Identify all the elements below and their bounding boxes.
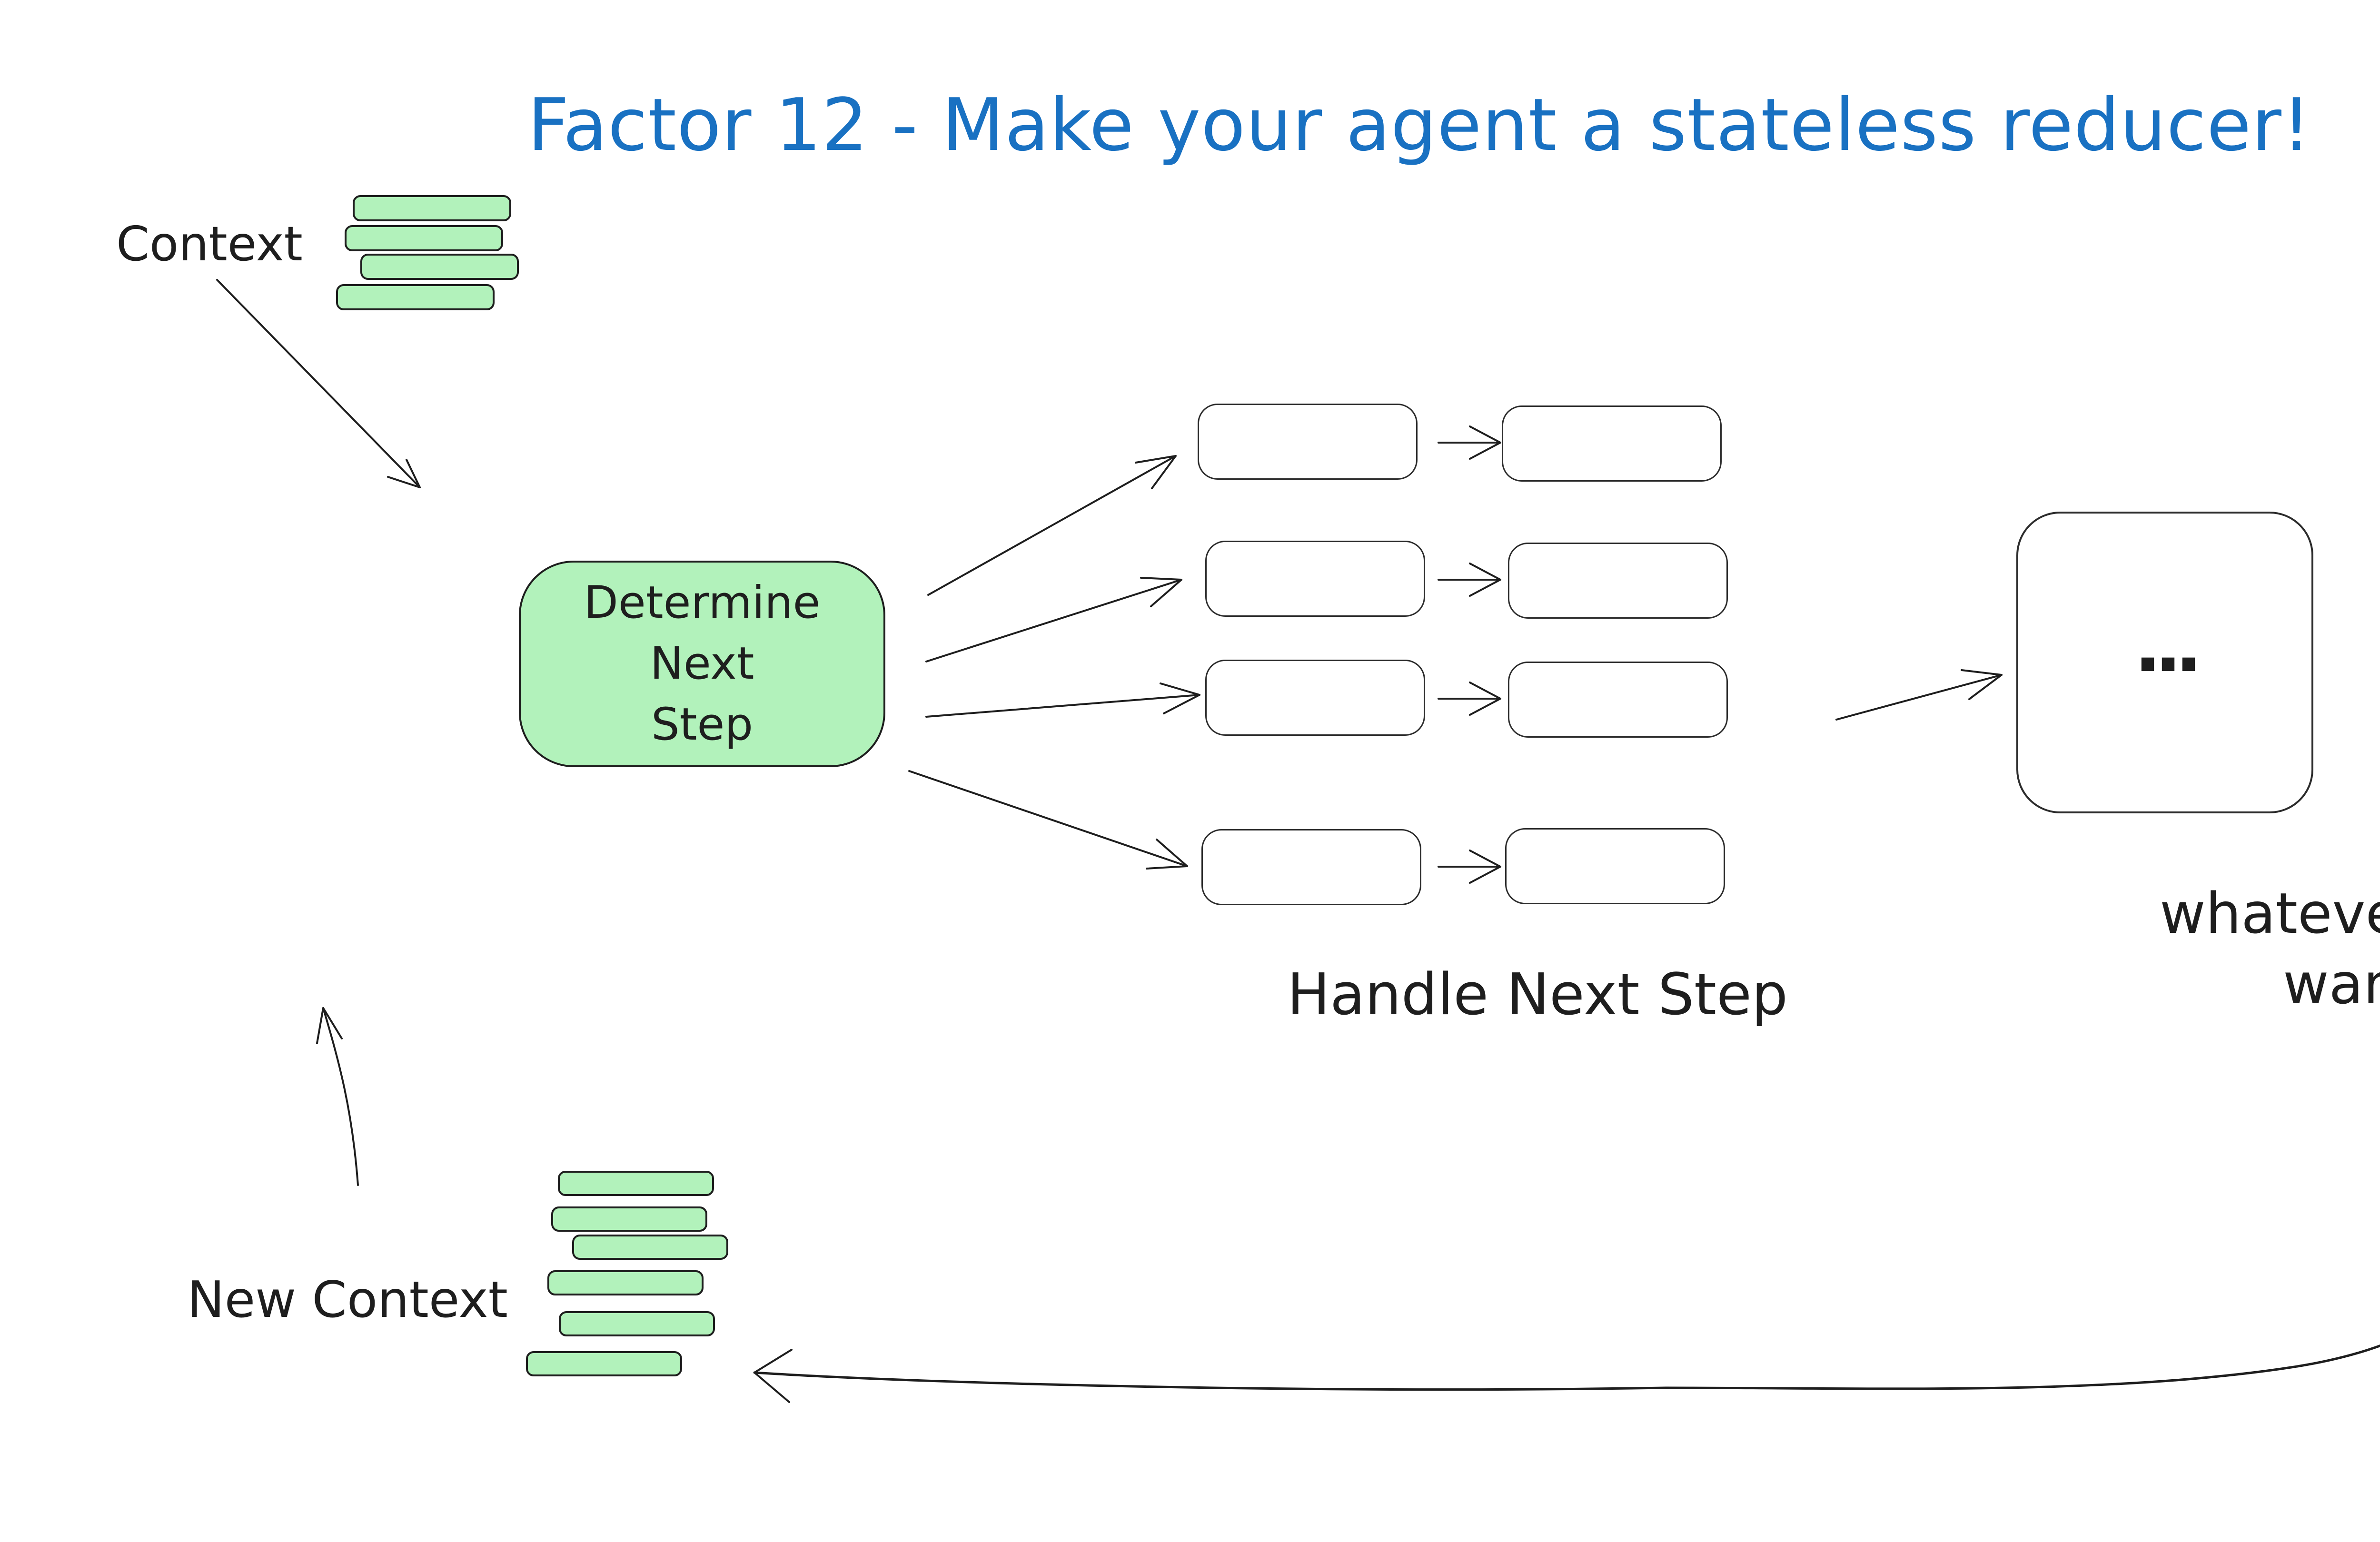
new-context-bar <box>547 1270 704 1295</box>
handle-next-step-label: Handle Next Step <box>1287 962 1788 1028</box>
new-context-bar <box>526 1351 682 1376</box>
diagram-title: Factor 12 - Make your agent a stateless … <box>527 83 2311 167</box>
context-bar <box>336 284 495 310</box>
determine-next-step-node: Determine Next Step <box>519 561 885 767</box>
fan-arrow-3 <box>925 694 1200 718</box>
fan-arrow-1 <box>927 455 1177 596</box>
fan-arrowhead-3 <box>1160 682 1200 714</box>
handler-row-2-right-slot <box>1508 543 1728 619</box>
handler-row-1-left-slot <box>1198 404 1418 480</box>
fan-arrow-2 <box>925 579 1182 662</box>
new-context-bar <box>551 1206 707 1232</box>
new-context-label: New Context <box>187 1271 508 1329</box>
context-label: Context <box>116 216 303 272</box>
whatever-box-ellipsis: ... <box>2134 605 2202 688</box>
fan-arrowhead-2 <box>1140 577 1182 607</box>
new-context-bar <box>572 1235 728 1260</box>
context-bar <box>360 254 519 280</box>
fan-arrowhead-4 <box>1146 839 1188 870</box>
whatever-box <box>2016 512 2313 813</box>
handler-row-1-right-slot <box>1502 405 1722 482</box>
new-context-up-arrow <box>322 1007 359 1186</box>
handler-row-4-left-slot <box>1201 829 1421 905</box>
pair-arrowhead-2 <box>1469 563 1501 597</box>
return-loop-arrowhead <box>754 1349 793 1403</box>
pair-arrowhead-1 <box>1469 425 1501 460</box>
handler-row-3-left-slot <box>1205 660 1425 736</box>
to-whatever-box-arrow <box>1835 674 2003 721</box>
handler-row-2-left-slot <box>1205 541 1425 617</box>
fan-arrowhead-1 <box>1135 455 1177 489</box>
context-to-determine-arrow <box>216 279 419 486</box>
determine-next-step-label: Determine Next Step <box>584 577 821 751</box>
context-bar <box>345 225 503 251</box>
context-to-determine-arrowhead <box>387 459 421 488</box>
context-bar <box>353 195 511 221</box>
whatever-you-want-label: whatever you want <box>2160 880 2380 1017</box>
handler-row-4-right-slot <box>1505 828 1725 904</box>
return-loop-curve <box>753 1344 2380 1391</box>
fan-arrow-4 <box>908 770 1188 867</box>
new-context-bar <box>558 1171 714 1196</box>
pair-arrowhead-4 <box>1469 850 1501 884</box>
new-context-up-arrowhead <box>316 1007 343 1044</box>
handler-row-3-right-slot <box>1508 662 1728 738</box>
new-context-bar <box>559 1311 715 1336</box>
to-whatever-box-arrowhead <box>1961 669 2003 700</box>
pair-arrowhead-3 <box>1469 682 1501 716</box>
